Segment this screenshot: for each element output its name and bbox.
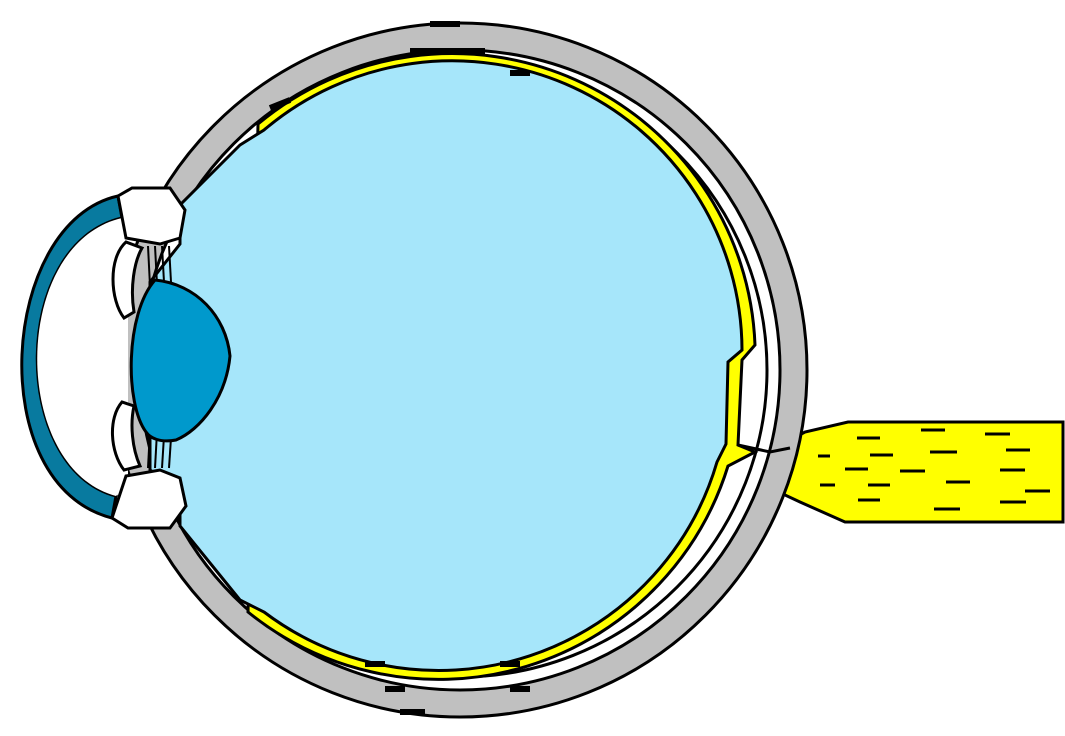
ciliary-body-upper (118, 188, 185, 244)
optic-nerve (760, 422, 1063, 522)
